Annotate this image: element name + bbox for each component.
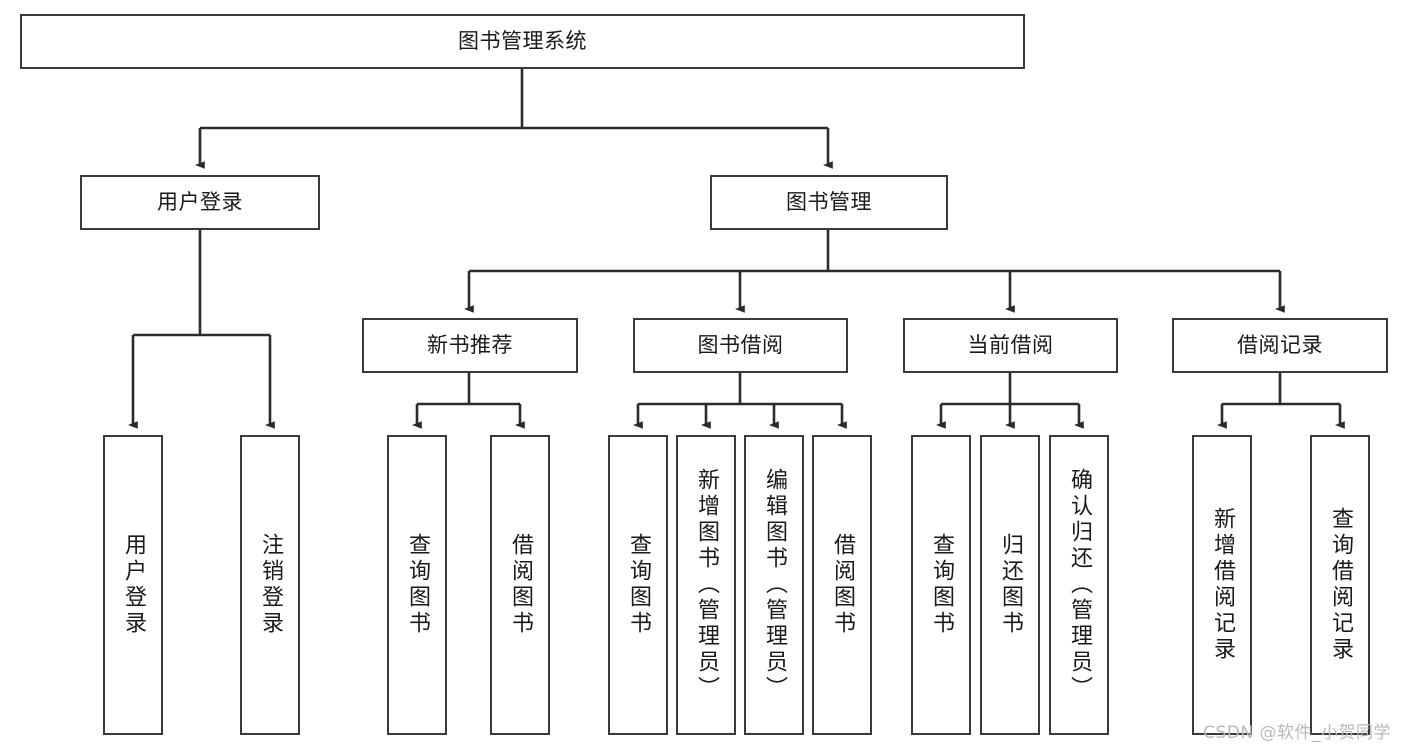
node-leaf-query-book-3[interactable]: 查询图书 bbox=[911, 435, 971, 735]
node-book-borrow-label: 图书借阅 bbox=[697, 333, 784, 358]
node-root-label: 图书管理系统 bbox=[458, 29, 587, 54]
node-new-book-recommend[interactable]: 新书推荐 bbox=[362, 318, 578, 373]
node-book-management[interactable]: 图书管理 bbox=[710, 175, 948, 230]
node-leaf-borrow-book-2-label: 借阅图书 bbox=[830, 533, 855, 637]
watermark-text: CSDN @软件_小贺同学 bbox=[1203, 723, 1391, 743]
node-leaf-query-book-3-label: 查询图书 bbox=[929, 533, 954, 637]
node-leaf-add-borrow-record[interactable]: 新增借阅记录 bbox=[1192, 435, 1252, 735]
node-leaf-query-book-1[interactable]: 查询图书 bbox=[387, 435, 447, 735]
node-leaf-logout-login-label: 注销登录 bbox=[258, 533, 283, 637]
node-borrow-record[interactable]: 借阅记录 bbox=[1172, 318, 1388, 373]
node-leaf-borrow-book-1-label: 借阅图书 bbox=[508, 533, 533, 637]
node-user-login-label: 用户登录 bbox=[157, 190, 243, 215]
node-leaf-add-borrow-record-label: 新增借阅记录 bbox=[1210, 507, 1235, 663]
node-leaf-user-login-label: 用户登录 bbox=[121, 533, 146, 637]
node-leaf-logout-login[interactable]: 注销登录 bbox=[240, 435, 300, 735]
node-leaf-query-borrow-record-label: 查询借阅记录 bbox=[1328, 507, 1353, 663]
node-book-borrow[interactable]: 图书借阅 bbox=[633, 318, 848, 373]
node-leaf-query-borrow-record[interactable]: 查询借阅记录 bbox=[1310, 435, 1370, 735]
node-leaf-return-book-label: 归还图书 bbox=[998, 533, 1023, 637]
node-leaf-user-login[interactable]: 用户登录 bbox=[103, 435, 163, 735]
node-leaf-query-book-1-label: 查询图书 bbox=[405, 533, 430, 637]
node-current-borrow-label: 当前借阅 bbox=[967, 333, 1054, 358]
node-leaf-query-book-2-label: 查询图书 bbox=[626, 533, 651, 637]
node-leaf-borrow-book-2[interactable]: 借阅图书 bbox=[812, 435, 872, 735]
node-leaf-edit-book-admin-label: 编辑图书（管理员） bbox=[762, 468, 787, 702]
node-leaf-return-book[interactable]: 归还图书 bbox=[980, 435, 1040, 735]
node-leaf-edit-book-admin[interactable]: 编辑图书（管理员） bbox=[744, 435, 804, 735]
node-leaf-add-book-admin[interactable]: 新增图书（管理员） bbox=[676, 435, 736, 735]
node-root[interactable]: 图书管理系统 bbox=[20, 14, 1025, 69]
node-leaf-borrow-book-1[interactable]: 借阅图书 bbox=[490, 435, 550, 735]
node-leaf-add-book-admin-label: 新增图书（管理员） bbox=[694, 468, 719, 702]
node-leaf-confirm-return-admin[interactable]: 确认归还（管理员） bbox=[1049, 435, 1109, 735]
node-new-book-recommend-label: 新书推荐 bbox=[427, 333, 513, 358]
node-borrow-record-label: 借阅记录 bbox=[1237, 333, 1323, 358]
node-book-management-label: 图书管理 bbox=[786, 190, 872, 215]
node-user-login[interactable]: 用户登录 bbox=[80, 175, 320, 230]
node-leaf-query-book-2[interactable]: 查询图书 bbox=[608, 435, 668, 735]
node-leaf-confirm-return-admin-label: 确认归还（管理员） bbox=[1067, 468, 1092, 702]
node-current-borrow[interactable]: 当前借阅 bbox=[903, 318, 1118, 373]
